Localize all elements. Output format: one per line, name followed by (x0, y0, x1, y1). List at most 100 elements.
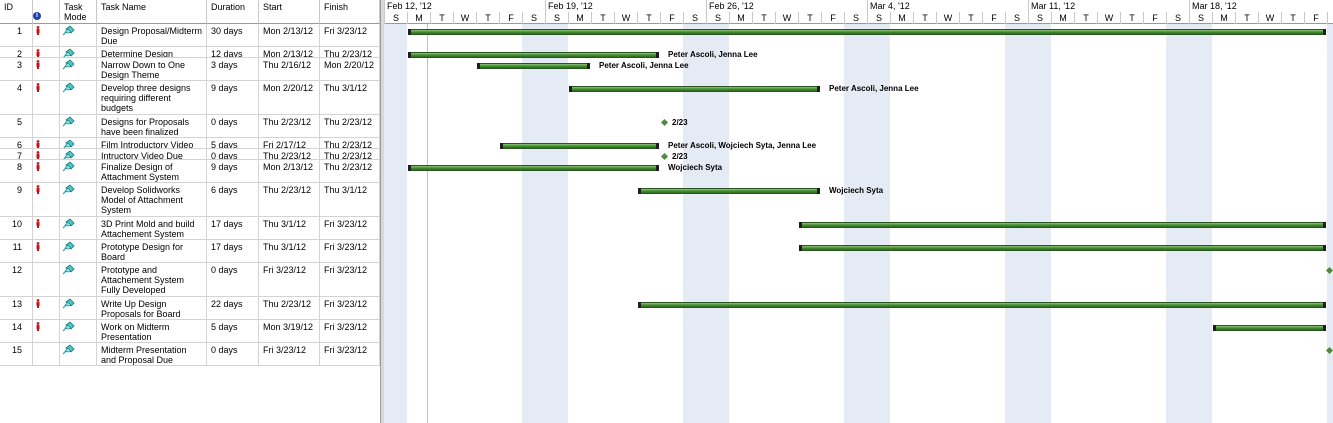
task-bar[interactable] (638, 188, 820, 194)
task-name[interactable]: Design Proposal/Midterm Due (97, 24, 207, 46)
task-name[interactable]: Determine Design (97, 47, 207, 57)
task-name[interactable]: Midterm Presentation and Proposal Due (97, 343, 207, 365)
task-duration[interactable]: 22 days (207, 297, 259, 319)
task-name[interactable]: Intructory Video Due (97, 149, 207, 159)
task-finish[interactable]: Thu 2/23/12 (320, 138, 380, 148)
column-header-start[interactable]: Start (259, 0, 320, 24)
task-duration[interactable]: 30 days (207, 24, 259, 46)
task-start[interactable]: Fri 2/17/12 (259, 138, 320, 148)
task-duration[interactable]: 0 days (207, 115, 259, 137)
task-name[interactable]: Prototype Design for Board (97, 240, 207, 262)
task-finish[interactable]: Fri 3/23/12 (320, 24, 380, 46)
task-finish[interactable]: Fri 3/23/12 (320, 217, 380, 239)
task-duration[interactable]: 5 days (207, 138, 259, 148)
task-finish[interactable]: Fri 3/23/12 (320, 343, 380, 365)
column-header-task-mode[interactable]: Task Mode (60, 0, 97, 24)
task-start[interactable]: Mon 2/20/12 (259, 81, 320, 114)
column-header-id[interactable]: ID (0, 0, 33, 24)
task-duration[interactable]: 0 days (207, 263, 259, 296)
task-finish[interactable]: Thu 2/23/12 (320, 47, 380, 57)
task-start[interactable]: Mon 3/19/12 (259, 320, 320, 342)
milestone-marker[interactable] (660, 118, 669, 127)
task-bar[interactable] (638, 302, 1326, 308)
task-name[interactable]: Write Up Design Proposals for Board (97, 297, 207, 319)
task-start[interactable]: Fri 3/23/12 (259, 343, 320, 365)
task-start[interactable]: Thu 2/23/12 (259, 297, 320, 319)
task-name[interactable]: Film Introductory Video (97, 138, 207, 148)
task-bar[interactable] (799, 245, 1326, 251)
task-finish[interactable]: Mon 2/20/12 (320, 58, 380, 80)
column-header-indicators[interactable]: i (33, 0, 60, 24)
task-name[interactable]: Prototype and Attachement System Fully D… (97, 263, 207, 296)
column-header-task-name[interactable]: Task Name (97, 0, 207, 24)
task-duration[interactable]: 9 days (207, 160, 259, 182)
column-header-finish[interactable]: Finish (320, 0, 380, 24)
task-finish[interactable]: Fri 3/23/12 (320, 263, 380, 296)
timescale-day: T (913, 12, 936, 24)
task-finish[interactable]: Thu 3/1/12 (320, 81, 380, 114)
task-name[interactable]: Finalize Design of Attachment System (97, 160, 207, 182)
person-icon (36, 299, 40, 308)
task-duration[interactable]: 0 days (207, 149, 259, 159)
task-start[interactable]: Thu 2/16/12 (259, 58, 320, 80)
task-start[interactable]: Thu 3/1/12 (259, 240, 320, 262)
task-bar[interactable] (408, 29, 1326, 35)
indicators-cell (33, 183, 60, 216)
task-start[interactable]: Thu 2/23/12 (259, 183, 320, 216)
task-finish[interactable]: Thu 2/23/12 (320, 149, 380, 159)
task-finish[interactable]: Thu 2/23/12 (320, 115, 380, 137)
task-finish[interactable]: Fri 3/23/12 (320, 240, 380, 262)
task-duration[interactable]: 0 days (207, 343, 259, 365)
task-duration[interactable]: 6 days (207, 183, 259, 216)
task-name[interactable]: Develop three designs requiring differen… (97, 81, 207, 114)
task-duration[interactable]: 12 days (207, 47, 259, 57)
task-start[interactable]: Mon 2/13/12 (259, 24, 320, 46)
task-bar[interactable] (799, 222, 1326, 228)
task-name[interactable]: Work on Midterm Presentation (97, 320, 207, 342)
task-finish[interactable]: Thu 2/23/12 (320, 160, 380, 182)
task-duration[interactable]: 3 days (207, 58, 259, 80)
task-bar[interactable] (1213, 325, 1326, 331)
task-duration[interactable]: 17 days (207, 240, 259, 262)
task-duration[interactable]: 9 days (207, 81, 259, 114)
task-bar[interactable] (569, 86, 820, 92)
task-bar[interactable] (500, 143, 659, 149)
task-duration[interactable]: 5 days (207, 320, 259, 342)
task-duration[interactable]: 17 days (207, 217, 259, 239)
task-start[interactable]: Thu 3/1/12 (259, 217, 320, 239)
task-name[interactable]: 3D Print Mold and build Attachement Syst… (97, 217, 207, 239)
task-name[interactable]: Narrow Down to One Design Theme (97, 58, 207, 80)
task-bar[interactable] (408, 165, 659, 171)
task-bar[interactable] (477, 63, 590, 69)
task-start[interactable]: Thu 2/23/12 (259, 149, 320, 159)
task-finish[interactable]: Fri 3/23/12 (320, 320, 380, 342)
task-finish[interactable]: Fri 3/23/12 (320, 297, 380, 319)
task-start[interactable]: Mon 2/13/12 (259, 160, 320, 182)
task-bar[interactable] (408, 52, 659, 58)
task-finish[interactable]: Thu 3/1/12 (320, 183, 380, 216)
task-start[interactable]: Mon 2/13/12 (259, 47, 320, 57)
task-name[interactable]: Develop Solidworks Model of Attachment S… (97, 183, 207, 216)
task-start[interactable]: Fri 3/23/12 (259, 263, 320, 296)
task-name[interactable]: Designs for Proposals have been finalize… (97, 115, 207, 137)
task-start[interactable]: Thu 2/23/12 (259, 115, 320, 137)
milestone-marker[interactable] (660, 152, 669, 161)
view-divider[interactable] (380, 0, 384, 423)
column-header-duration[interactable]: Duration (207, 0, 259, 24)
column-header-task-mode-label: Task Mode (64, 2, 87, 22)
